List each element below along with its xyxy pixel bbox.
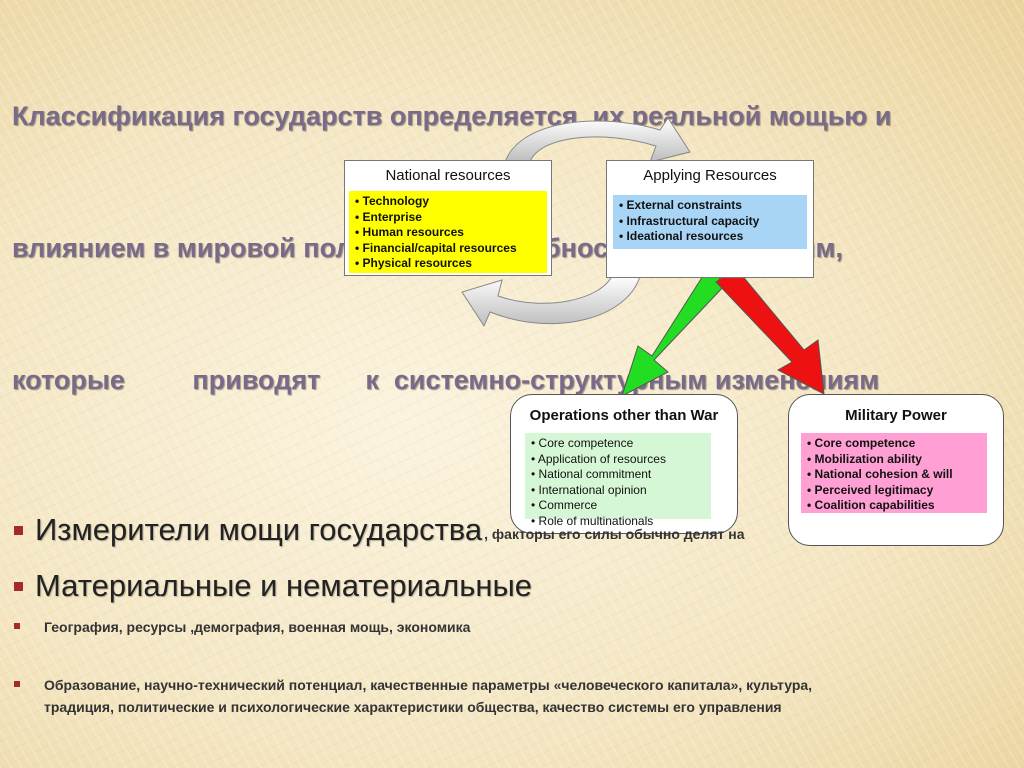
list-item: Application of resources — [531, 452, 705, 468]
bullet-2-text: Материальные и нематериальные — [35, 568, 533, 603]
list-item: External constraints — [619, 198, 801, 214]
military-power-heading: Military Power — [845, 407, 947, 424]
applying-resources-heading: Applying Resources — [643, 167, 777, 184]
list-item: National cohesion & will — [807, 467, 981, 483]
title-line-3: которые приводят к системно-структурным … — [12, 365, 880, 395]
list-item: Mobilization ability — [807, 452, 981, 468]
list-item: Infrastructural capacity — [619, 214, 801, 230]
bullet-3: География, ресурсы ,демография, военная … — [14, 616, 470, 638]
bullet-4: Образование, научно-технический потенциа… — [14, 674, 812, 718]
operations-other-than-war-box: Operations other than War Core competenc… — [510, 394, 738, 534]
title-line-1: Классификация государств определяется их… — [12, 101, 892, 131]
bullet-marker — [14, 581, 23, 591]
list-item: Coalition capabilities — [807, 498, 981, 514]
applying-resources-list: External constraints Infrastructural cap… — [613, 195, 807, 249]
list-item: Role of multinationals — [531, 514, 705, 530]
bullet-2: Материальные и нематериальные — [14, 568, 532, 604]
ootw-list: Core competence Application of resources… — [525, 433, 711, 528]
bullet-marker — [14, 525, 23, 535]
bullet-marker — [14, 681, 20, 687]
military-power-list: Core competence Mobilization ability Nat… — [801, 433, 987, 513]
cycle-arrow-top — [504, 117, 691, 163]
list-item: Commerce — [531, 498, 705, 514]
bullet-3-text: География, ресурсы ,демография, военная … — [44, 619, 471, 635]
cycle-arrow-bottom — [461, 275, 641, 328]
green-arrow — [621, 267, 727, 398]
list-item: Physical resources — [355, 256, 541, 272]
list-item: Core competence — [807, 436, 981, 452]
bullet-marker — [14, 623, 20, 629]
national-resources-box: National resources Technology Enterprise… — [344, 160, 552, 276]
bullet-4-line-1: Образование, научно-технический потенциа… — [44, 677, 813, 693]
list-item: International opinion — [531, 483, 705, 499]
bullet-4-text: Образование, научно-технический потенциа… — [44, 674, 812, 718]
list-item: Core competence — [531, 436, 705, 452]
military-power-box: Military Power Core competence Mobilizat… — [788, 394, 1004, 546]
list-item: Human resources — [355, 225, 541, 241]
slide-title: Классификация государств определяется их… — [12, 6, 1012, 446]
list-item: Financial/capital resources — [355, 241, 541, 257]
applying-resources-box: Applying Resources External constraints … — [606, 160, 814, 278]
list-item: National commitment — [531, 467, 705, 483]
ootw-heading: Operations other than War — [529, 407, 719, 424]
list-item: Perceived legitimacy — [807, 483, 981, 499]
national-resources-heading: National resources — [385, 167, 511, 184]
bullet-4-line-2: традиция, политические и психологические… — [44, 699, 782, 715]
bullet-1: Измерители мощи государства , факторы ег… — [14, 512, 745, 548]
list-item: Technology — [355, 194, 541, 210]
bullet-1-text: Измерители мощи государства — [35, 512, 483, 547]
red-arrow — [715, 267, 825, 395]
list-item: Ideational resources — [619, 229, 801, 245]
list-item: Enterprise — [355, 210, 541, 226]
national-resources-list: Technology Enterprise Human resources Fi… — [349, 191, 547, 273]
bullet-1-small-text: , факторы его силы обычно делят на — [484, 526, 745, 542]
